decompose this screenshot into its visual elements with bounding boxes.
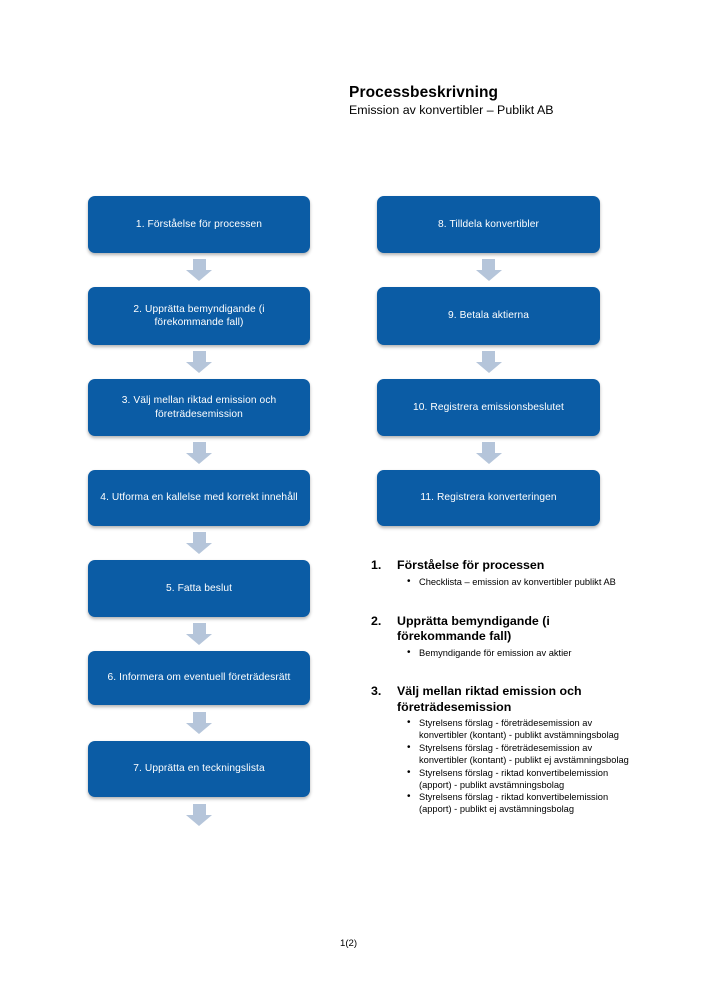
bullet-item: Checklista – emission av konvertibler pu…: [371, 575, 629, 588]
flow-box-step-10: 10. Registrera emissionsbeslutet: [377, 379, 600, 436]
list-item: 3. Välj mellan riktad emission och föret…: [371, 684, 629, 815]
flow-box-label: 2. Upprätta bemyndigande (i förekommande…: [133, 303, 265, 328]
flow-arrow-down-icon: [185, 804, 213, 826]
flowchart-left-column: 1. Förståelse för processen 2. Upprätta …: [88, 196, 310, 826]
flow-box-label: 3. Välj mellan riktad emission och föret…: [121, 395, 277, 420]
flow-box-label: 1. Förståelse för processen: [135, 218, 263, 230]
arrow-shaft: [482, 259, 495, 270]
flow-arrow-down-icon: [185, 442, 213, 464]
arrow-head: [186, 543, 212, 554]
flow-box-label: 6. Informera om eventuell företrädesrätt: [107, 672, 291, 684]
flow-box-step-5: 5. Fatta beslut: [88, 560, 310, 617]
flow-box-label: 9. Betala aktierna: [447, 310, 530, 322]
bullet-item: Styrelsens förslag - riktad konvertibele…: [371, 766, 629, 791]
arrow-shaft: [192, 712, 206, 723]
flow-arrow-down-icon: [185, 623, 213, 645]
bullet-item: Styrelsens förslag - företrädesemission …: [371, 716, 629, 741]
flow-box-step-1: 1. Förståelse för processen: [88, 196, 310, 253]
page-number: 1(2): [340, 938, 358, 949]
bullet-item: Styrelsens förslag - företrädesemission …: [371, 741, 629, 766]
flow-arrow-down-icon: [475, 442, 503, 464]
list-item-number: 1.: [371, 558, 382, 572]
page-subtitle: Emission av konvertibler – Publikt AB: [349, 103, 554, 118]
bullet-list: Styrelsens förslag - företrädesemission …: [371, 716, 629, 815]
arrow-head: [186, 634, 212, 645]
flow-box-label: 11. Registrera konverteringen: [420, 492, 557, 504]
flow-box-label: 10. Registrera emissionsbeslutet: [413, 401, 564, 413]
arrow-head: [186, 815, 212, 826]
bullet-list: Bemyndigande för emission av aktier: [371, 646, 629, 659]
flowchart-right-column: 8. Tilldela konvertibler 9. Betala aktie…: [377, 196, 600, 526]
flow-box-step-9: 9. Betala aktierna: [377, 287, 600, 345]
list-spacer: [371, 668, 629, 684]
flow-arrow-down-icon: [185, 532, 213, 554]
flow-arrow-down-icon: [475, 259, 503, 281]
arrow-head: [186, 453, 212, 464]
details-list: 1. Förståelse för processen Checklista –…: [371, 558, 629, 816]
bullet-list: Checklista – emission av konvertibler pu…: [371, 575, 629, 588]
document-header: Processbeskrivning Emission av konvertib…: [349, 84, 679, 119]
flow-box-step-4: 4. Utforma en kallelse med korrekt inneh…: [88, 470, 310, 526]
list-item-heading: 3. Välj mellan riktad emission och föret…: [371, 684, 629, 715]
list-item-title: Förståelse för processen: [397, 558, 545, 572]
flow-box-step-2: 2. Upprätta bemyndigande (i förekommande…: [88, 287, 310, 345]
list-item-number: 3.: [371, 684, 382, 699]
flow-arrow-down-icon: [185, 351, 213, 373]
arrow-head: [475, 453, 502, 464]
arrow-head: [475, 270, 502, 281]
arrow-head: [475, 362, 502, 373]
arrow-shaft: [192, 804, 206, 815]
arrow-head: [186, 270, 212, 281]
arrow-shaft: [482, 442, 495, 453]
arrow-head: [186, 362, 212, 373]
arrow-shaft: [192, 532, 206, 543]
flow-arrow-down-icon: [475, 351, 503, 373]
flow-box-label: 4. Utforma en kallelse med korrekt inneh…: [100, 492, 298, 504]
list-item-number: 2.: [371, 613, 382, 628]
page-title: Processbeskrivning: [349, 84, 499, 101]
flow-box-step-11: 11. Registrera konverteringen: [377, 470, 600, 526]
list-item-title: Upprätta bemyndigande (i förekommande fa…: [397, 613, 550, 644]
arrow-head: [186, 723, 212, 734]
arrow-shaft: [192, 442, 206, 453]
bullet-item: Styrelsens förslag - riktad konvertibele…: [371, 790, 629, 815]
list-spacer: [371, 597, 629, 614]
arrow-shaft: [192, 259, 206, 270]
arrow-shaft: [482, 351, 495, 362]
list-item-heading: 2. Upprätta bemyndigande (i förekommande…: [371, 614, 629, 645]
list-item-heading: 1. Förståelse för processen: [371, 558, 629, 574]
arrow-shaft: [192, 351, 206, 362]
flow-box-step-3: 3. Välj mellan riktad emission och föret…: [88, 379, 310, 436]
list-item: 2. Upprätta bemyndigande (i förekommande…: [371, 614, 629, 659]
flow-arrow-down-icon: [185, 712, 213, 734]
list-item-title: Välj mellan riktad emission och företräd…: [397, 684, 582, 714]
flow-box-step-7: 7. Upprätta en teckningslista: [88, 741, 310, 797]
bullet-item: Bemyndigande för emission av aktier: [371, 646, 629, 659]
flow-box-step-6: 6. Informera om eventuell företrädesrätt: [88, 651, 310, 705]
flow-box-label: 7. Upprätta en teckningslista: [133, 763, 265, 775]
flow-arrow-down-icon: [185, 259, 213, 281]
flow-box-label: 8. Tilldela konvertibler: [438, 218, 539, 230]
arrow-shaft: [192, 623, 206, 634]
list-item: 1. Förståelse för processen Checklista –…: [371, 558, 629, 588]
flow-box-label: 5. Fatta beslut: [165, 582, 233, 594]
flow-box-step-8: 8. Tilldela konvertibler: [377, 196, 600, 253]
